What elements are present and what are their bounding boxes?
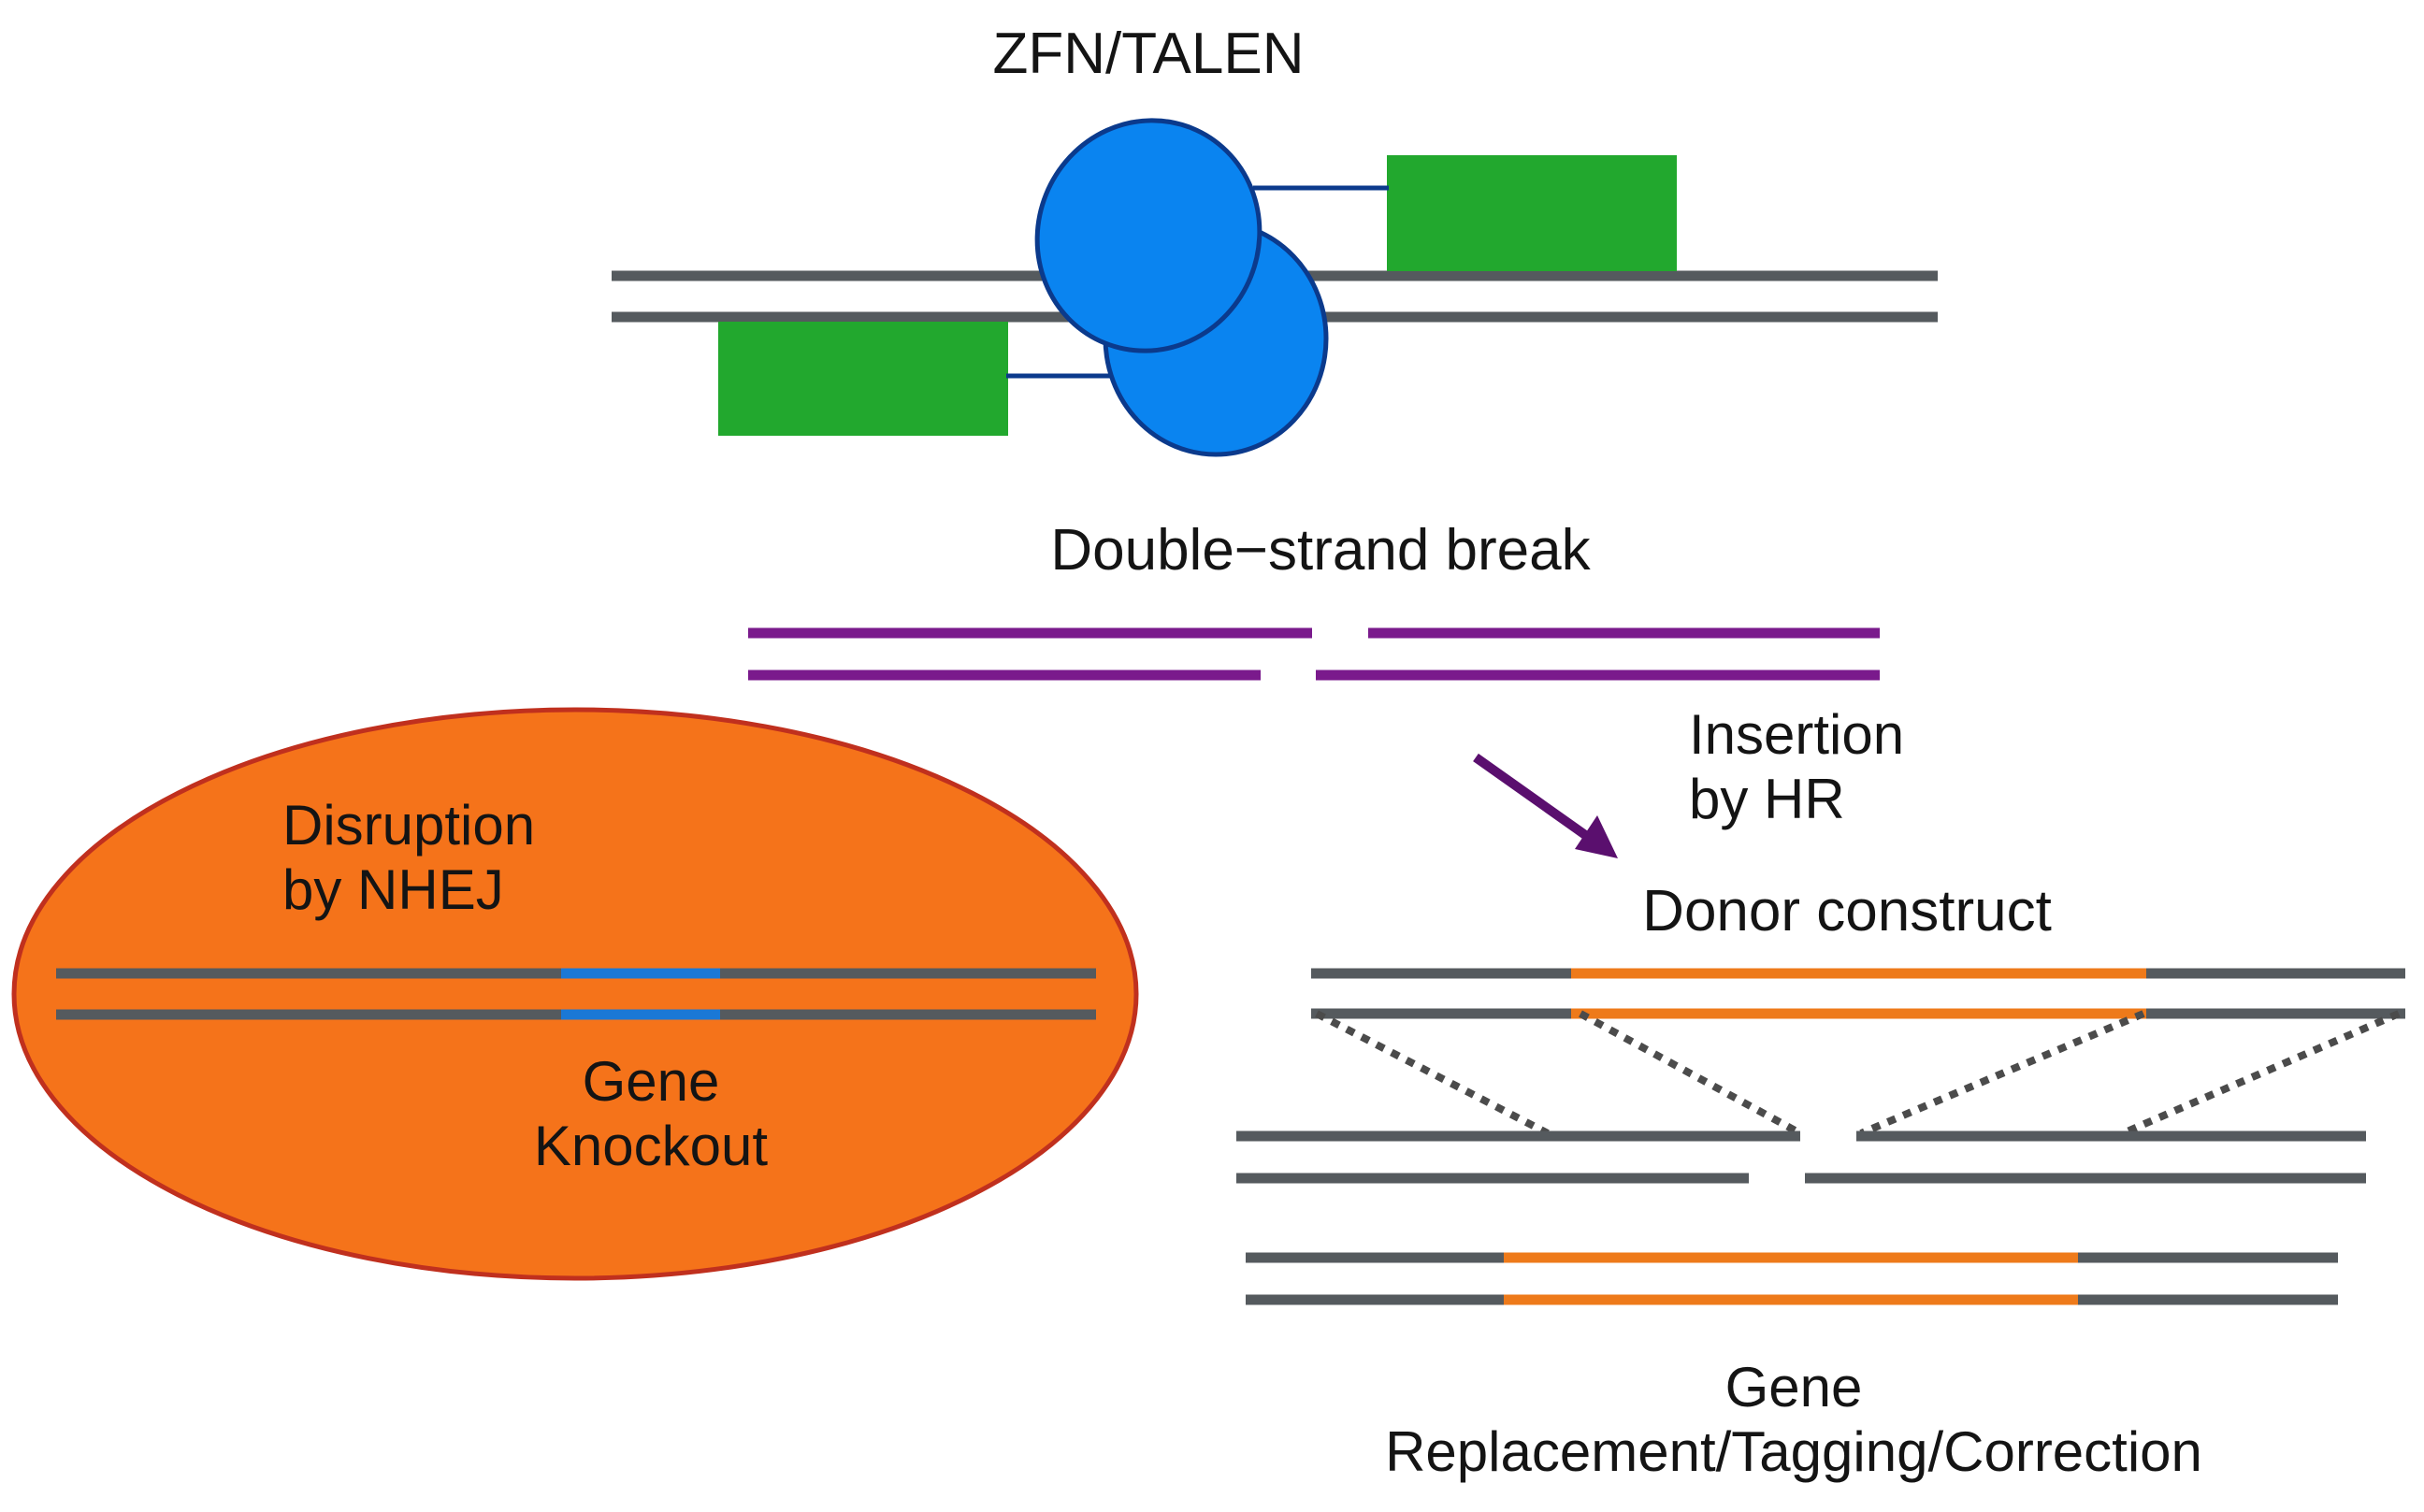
replacement-label-line1: Gene [1725,1356,1863,1418]
arrowhead-hr [1575,815,1618,858]
knockout-label-line1: Gene [583,1050,720,1113]
binding-domain-right [1387,155,1677,271]
donor-label: Donor construct [1642,879,2052,943]
hr-branch: Insertion by HR Donor construct Gene Rep… [1236,703,2405,1483]
knockout-label-line2: Knockout [534,1115,768,1177]
nhej-label-line2: by NHEJ [282,858,504,921]
knockout-ellipse [11,707,1139,1281]
dsb-label: Double−strand break [1050,518,1591,583]
homology-link-4 [2121,1010,2401,1137]
arrow-to-hr [1473,753,1591,842]
homology-link-1 [1315,1010,1550,1137]
double-strand-break: Double−strand break [748,518,1880,681]
nhej-branch: Disruption by NHEJ Gene Knockout [11,707,1139,1281]
hr-label-line1: Insertion [1689,703,1904,766]
homology-link-3 [1859,1010,2145,1137]
replacement-label-line2: Replacement/Tagging/Correction [1385,1420,2202,1483]
nhej-label-line1: Disruption [282,794,535,857]
nuclease-complex: ZFN/TALEN [612,22,1938,457]
binding-domain-left [718,322,1008,436]
nuclease-label: ZFN/TALEN [993,22,1305,86]
nuclease-domain-upper [1034,118,1262,353]
hr-label-line2: by HR [1689,768,1845,830]
homology-link-2 [1579,1010,1802,1137]
